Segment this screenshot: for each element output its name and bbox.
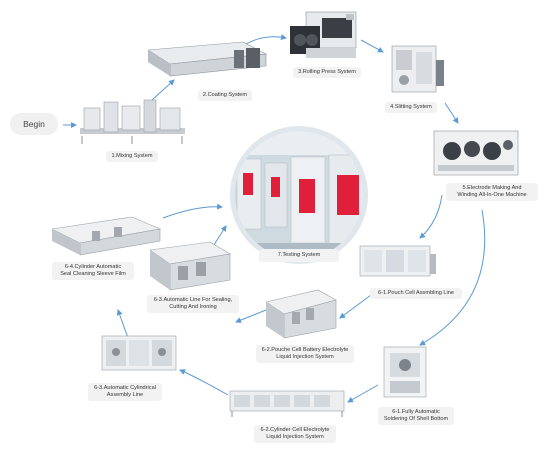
arrow-electrode-to-pouch	[419, 194, 443, 239]
cylinder-injection-machine	[229, 390, 345, 417]
cylindrical-assembly-machine	[101, 335, 177, 371]
mixing-system-machine	[80, 99, 185, 144]
mixing-system-label: 1.Mixing System	[106, 151, 158, 162]
begin-label: Begin	[10, 113, 58, 135]
pouch-cell-assembling-machine	[359, 245, 436, 277]
arrow-mixing-to-coating	[151, 79, 175, 101]
sealing-line-label: 6-3.Automatic Line For Sealing,Cutting A…	[147, 295, 239, 313]
soldering-machine	[383, 346, 427, 398]
testing-system-photo	[230, 126, 368, 264]
arrow-rolling-to-slitting	[360, 39, 384, 53]
electrode-winding-machine	[433, 130, 519, 176]
slitting-machine	[391, 45, 444, 93]
sleeve-film-machine	[52, 216, 162, 256]
pouch-assembling-label: 6-1.Pouch Cell Assmbling Line	[370, 288, 462, 299]
sealing-line-machine	[150, 241, 231, 291]
arrow-pouch-injection-to-sealing	[235, 309, 267, 323]
arrow-soldering-to-cylinder-injection	[347, 384, 379, 403]
arrow-cylinder-injection-to-cylindrical	[179, 369, 229, 396]
coating-system-label: 2.Coating System	[198, 90, 252, 101]
pouch-injection-machine	[266, 289, 337, 339]
arrow-sleeve-to-testing	[162, 203, 223, 219]
coating-system-machine	[148, 41, 268, 77]
rolling-press-label: 3.Rolling Press System	[293, 67, 361, 78]
arrow-slitting-to-electrode	[444, 102, 459, 124]
testing-system-label: 7.Testing System	[259, 249, 339, 262]
slitting-system-label: 4.Slitting System	[385, 102, 437, 113]
rolling-press-machine	[290, 11, 357, 58]
